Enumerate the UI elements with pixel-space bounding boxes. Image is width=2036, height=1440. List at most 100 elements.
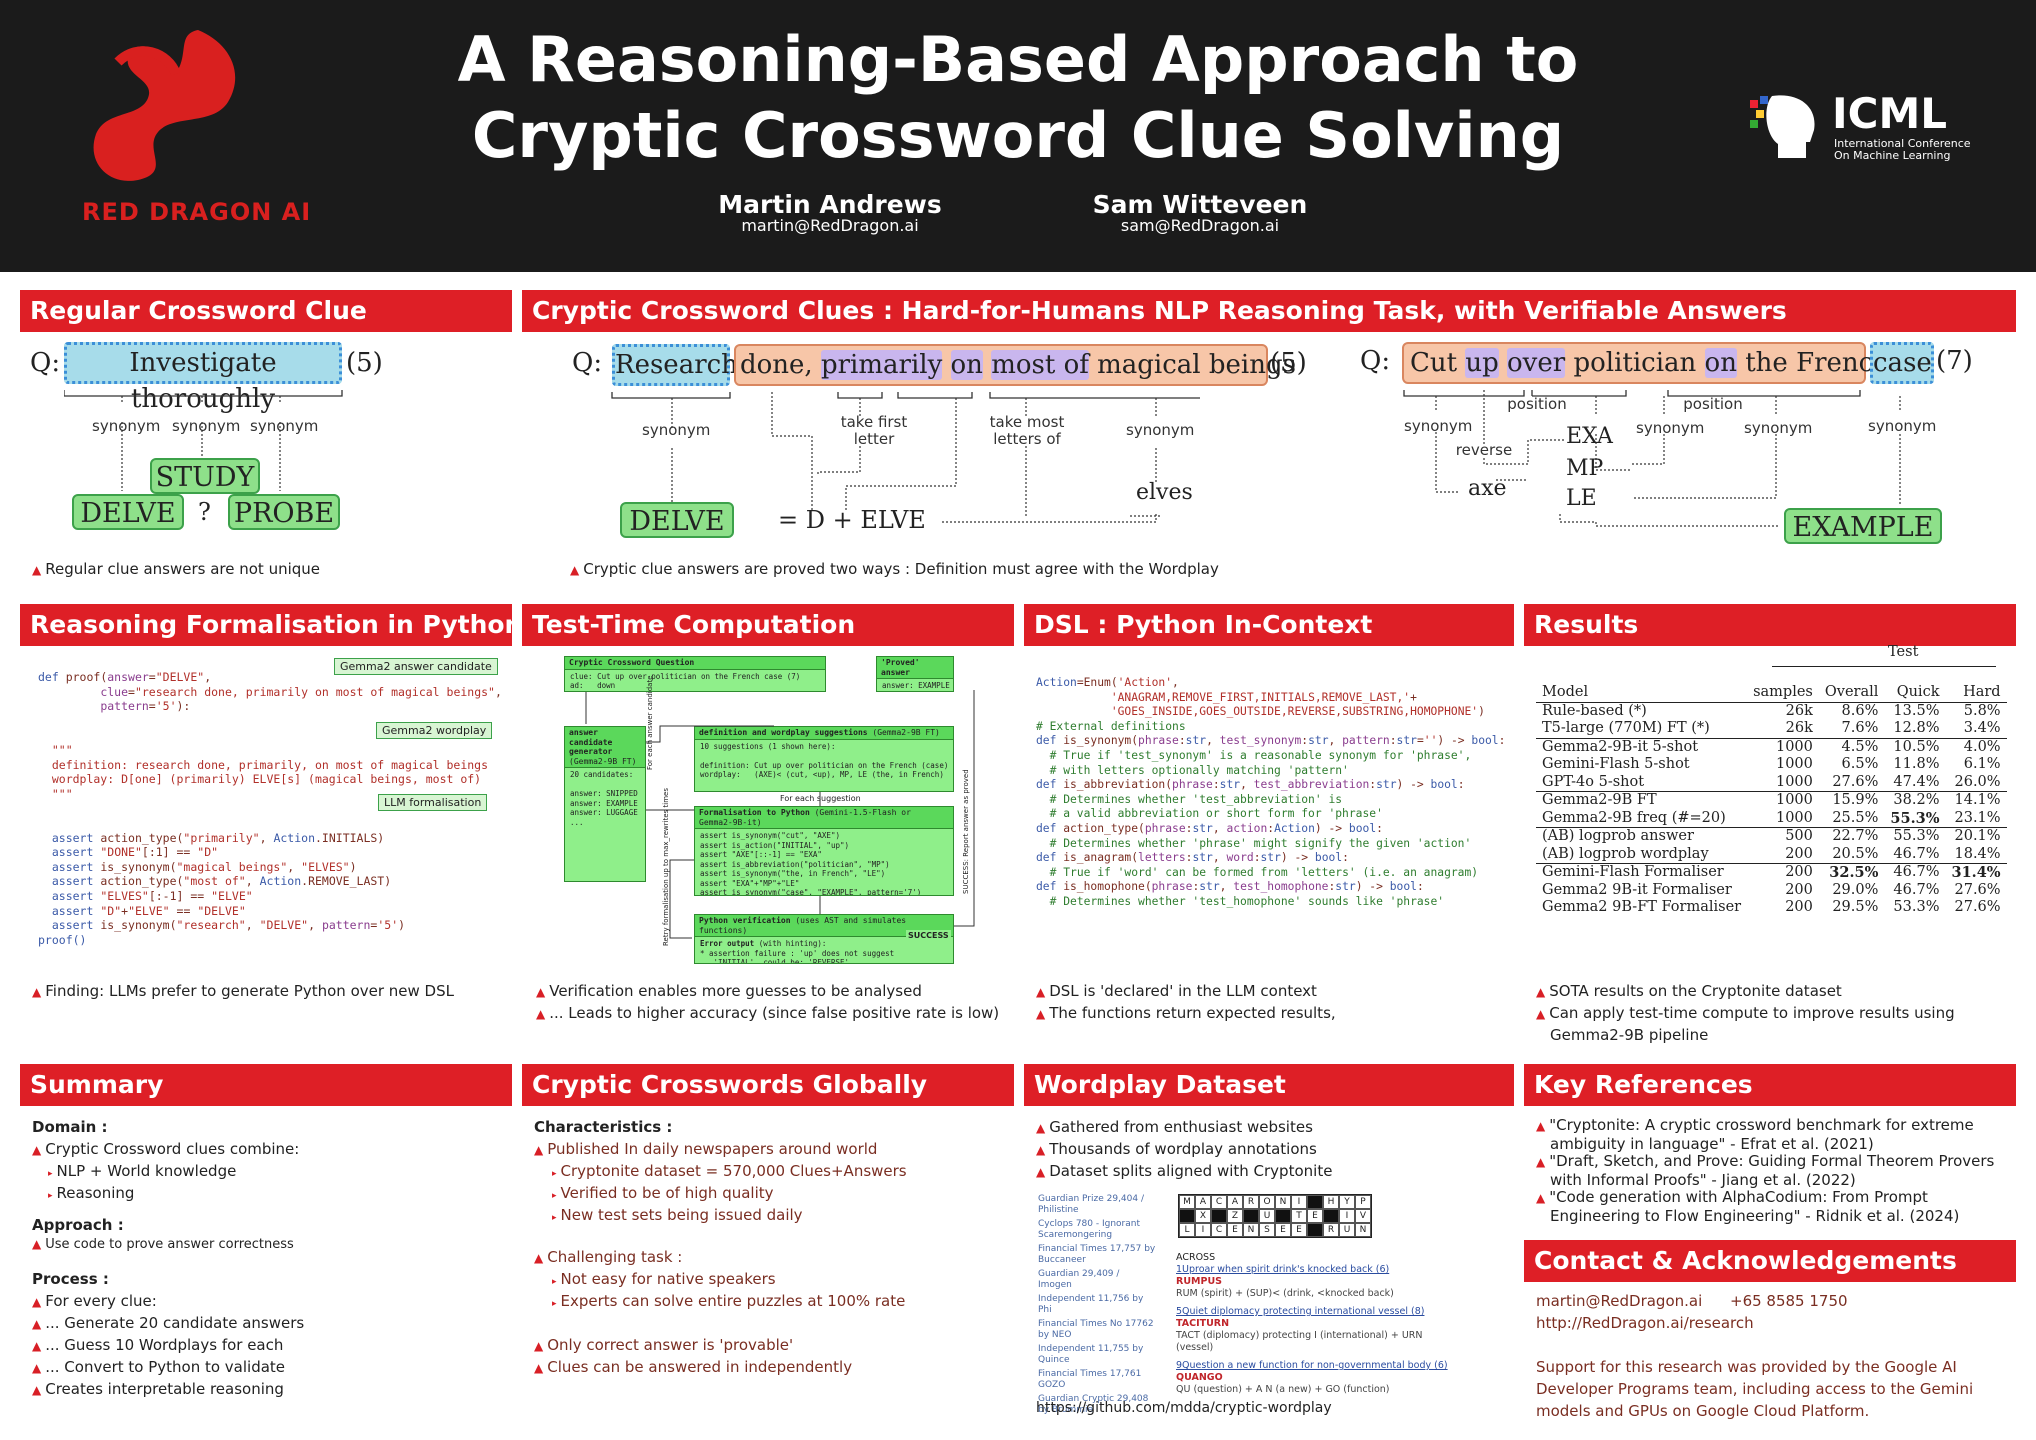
ex2-position1: position <box>1507 395 1567 413</box>
results-cell: Gemma2-9B freq (#=20) <box>1542 809 1726 826</box>
globally-c2: ▸Cryptonite dataset = 570,000 Clues+Answ… <box>552 1162 907 1180</box>
ttc-verification-title: Python verification (uses AST and simula… <box>695 915 953 937</box>
results-cell: 200 <box>1785 845 1813 862</box>
ttc-proved-title: 'Proved' answer <box>877 657 953 679</box>
dsl-heading: DSL : Python In-Context <box>1024 604 1514 646</box>
ttc-proved-box: 'Proved' answer answer: EXAMPLE <box>876 656 954 692</box>
ex2-word-cut: Cut <box>1410 348 1458 378</box>
results-cell: 23.1% <box>1954 809 2001 826</box>
cryptic-ex1-definition: Research <box>612 344 738 386</box>
ex1-word-done: done, <box>740 350 813 380</box>
globally-c1: ▲Published In daily newspapers around wo… <box>534 1140 878 1158</box>
wordplay-b3: ▲Dataset splits aligned with Cryptonite <box>1036 1162 1333 1180</box>
wordplay-source-item[interactable]: Independent 11,755 by Quince <box>1038 1344 1144 1365</box>
crossword-cell: I <box>1195 1223 1211 1237</box>
results-bullet-2b: Gemma2-9B pipeline <box>1550 1026 1709 1044</box>
col-model: Model <box>1542 684 1589 700</box>
contact-email[interactable]: martin@RedDragon.ai <box>1536 1292 1703 1310</box>
crossword-cell: R <box>1323 1223 1339 1237</box>
crossword-cell: O <box>1259 1195 1275 1209</box>
contact-ack-2: Developer Programs team, including acces… <box>1536 1380 1974 1398</box>
results-cell: 29.0% <box>1832 881 1879 898</box>
wordplay-source-item[interactable]: Cyclops 780 - Ignorant Scaremongering <box>1038 1219 1141 1240</box>
ttc-bullet-2: ▲... Leads to higher accuracy (since fal… <box>536 1004 1000 1022</box>
ex2-answer-example: EXAMPLE <box>1784 508 1942 544</box>
results-cell: 500 <box>1747 827 1819 846</box>
wordplay-source-item[interactable]: Guardian Prize 29,404 / Philistine <box>1038 1194 1145 1215</box>
results-cell: 27.6% <box>1954 899 2001 915</box>
wordplay-source-item[interactable]: Independent 11,756 by Phi <box>1038 1294 1144 1315</box>
col-hard: Hard <box>1963 684 2001 700</box>
col-samples: samples <box>1753 684 1813 700</box>
results-cell: 20.5% <box>1832 845 1879 862</box>
ttc-proved-body: answer: EXAMPLE <box>882 681 950 690</box>
ttc-retry-label: Retry formalisation up to max_rewrites t… <box>662 788 670 946</box>
results-cell: 4.5% <box>1818 737 1885 756</box>
wordplay-github-link[interactable]: https://github.com/mdda/cryptic-wordplay <box>1036 1400 1332 1416</box>
contact-url[interactable]: http://RedDragon.ai/research <box>1536 1314 1754 1332</box>
ex2-word-the-french: the French <box>1745 348 1890 378</box>
summary-process-heading: Process : <box>32 1270 109 1288</box>
formal-tag-formalisation: LLM formalisation <box>378 794 488 811</box>
results-cell: 6.5% <box>1841 756 1879 772</box>
crossword-cell: U <box>1259 1209 1275 1223</box>
results-cell: 53.3% <box>1893 899 1940 915</box>
ttc-formalisation-box: Formalisation to Python (Gemini-1.5-Flas… <box>694 806 954 896</box>
ttc-candidate-box: answer candidate generator(Gemma2-9B FT)… <box>564 726 646 882</box>
ttc-suggestions-body: 10 suggestions (1 shown here): definitio… <box>700 741 949 780</box>
ex1-word-magical-beings: magical beings <box>1097 350 1296 380</box>
crossword-cell: P <box>1355 1195 1371 1209</box>
results-cell: 26k <box>1747 701 1819 720</box>
wordplay-entry1-wordplay: RUM (spirit) + (SUP)< (drink, <knocked b… <box>1176 1288 1394 1299</box>
results-cell: 46.7% <box>1893 881 1940 898</box>
ttc-bullet-1: ▲Verification enables more guesses to be… <box>536 982 922 1000</box>
ex2-exa: EXA <box>1566 424 1613 449</box>
results-cell: (AB) logprob wordplay <box>1542 845 1709 862</box>
ex2-mp: MP <box>1566 456 1604 481</box>
ttc-question-body: clue: Cut up over politician on the Fren… <box>570 671 801 691</box>
globally-c8: ▲Only correct answer is 'provable' <box>534 1336 794 1354</box>
wordplay-source-item[interactable]: Financial Times 17,761 GOZO <box>1038 1369 1142 1390</box>
contact-phone: +65 8585 1750 <box>1730 1292 1848 1310</box>
formal-code: def proof(answer="DELVE", clue="research… <box>38 670 502 947</box>
crossword-cell: V <box>1355 1209 1371 1223</box>
cryptic-note: ▲Cryptic clue answers are proved two way… <box>570 560 1219 578</box>
ex1-synonym2-label: synonym <box>1126 421 1195 439</box>
cryptic-ex2-len: (7) <box>1936 346 1973 376</box>
results-cell: Gemini-Flash 5-shot <box>1542 756 1690 772</box>
cryptic-ex2-q: Q: <box>1360 346 1391 376</box>
wordplay-b2: ▲Thousands of wordplay annotations <box>1036 1140 1317 1158</box>
ex1-equation: = D + ELVE <box>778 506 926 534</box>
results-bullet-2: ▲Can apply test-time compute to improve … <box>1536 1004 1955 1022</box>
wordplay-entry2-clue[interactable]: 5Quiet diplomacy protecting internationa… <box>1176 1306 1425 1317</box>
ttc-verification-body: Error output (with hinting): * assertion… <box>700 939 895 964</box>
results-cell: 4.0% <box>1945 737 2007 756</box>
wordplay-entry3-clue[interactable]: 9Question a new function for non-governm… <box>1176 1360 1448 1371</box>
wordplay-entry1-clue[interactable]: 1Uproar when spirit drink's knocked back… <box>1176 1264 1390 1275</box>
results-table: Model samples Overall Quick Hard Rule-ba… <box>1536 684 2007 917</box>
summary-a1: ▲Use code to prove answer correctness <box>32 1237 294 1252</box>
header-banner: RED DRAGON AI A Reasoning-Based Approach… <box>0 0 2036 272</box>
results-cell: 1000 <box>1747 737 1819 756</box>
results-cell: 7.6% <box>1841 720 1879 736</box>
results-cell: 27.6% <box>1954 881 2001 898</box>
author-email-1: martin@RedDragon.ai <box>741 216 919 235</box>
results-cell: 26.0% <box>1954 773 2001 790</box>
wordplay-clue-panel: ACROSS 1Uproar when spirit drink's knock… <box>1176 1252 1452 1396</box>
wordplay-source-item[interactable]: Financial Times 17,757 by Buccaneer <box>1038 1244 1156 1265</box>
wordplay-entry3-wordplay: QU (question) + A N (a new) + GO (functi… <box>1176 1384 1390 1395</box>
crossword-cell: M <box>1179 1195 1195 1209</box>
globally-c3: ▸Verified to be of high quality <box>552 1184 774 1202</box>
results-cell: 15.9% <box>1818 791 1885 810</box>
wordplay-source-item[interactable]: Financial Times No 17762 by NEO <box>1038 1319 1154 1340</box>
wordplay-source-item[interactable]: Guardian 29,409 / Imogen <box>1038 1269 1120 1290</box>
summary-domain-heading: Domain : <box>32 1118 108 1136</box>
wordplay-source-item[interactable]: Guardian Cryptic 29,408 by Brummie <box>1038 1394 1149 1415</box>
results-cell: 38.2% <box>1884 791 1946 810</box>
crossword-cell: N <box>1275 1195 1291 1209</box>
regular-len: (5) <box>346 348 383 378</box>
wordplay-heading: Wordplay Dataset <box>1024 1064 1514 1106</box>
regular-q: Q: <box>30 348 61 378</box>
